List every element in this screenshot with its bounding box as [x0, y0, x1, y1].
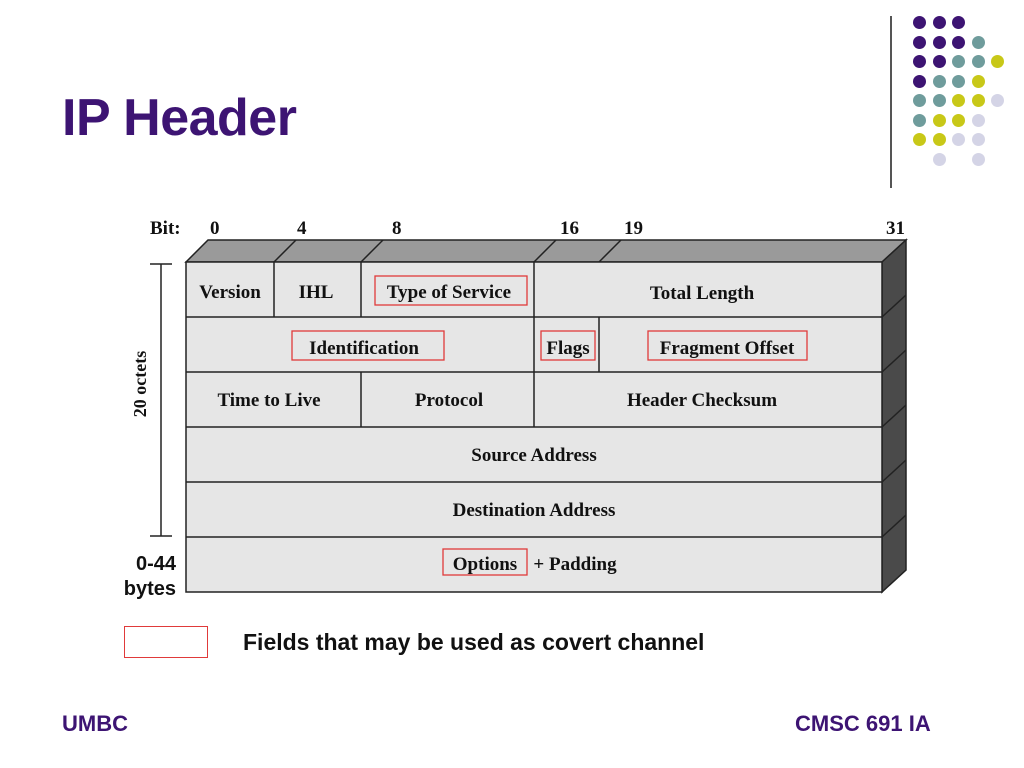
slide-title: IP Header — [62, 89, 297, 147]
side-sep-4 — [881, 459, 907, 483]
highlight-identification — [291, 330, 445, 361]
decorative-dot — [932, 74, 946, 88]
bit-label-4: 4 — [297, 218, 307, 239]
highlight-type-of-service — [374, 275, 528, 306]
field-source-address: Source Address — [471, 445, 596, 466]
legend-text: Fields that may be used as covert channe… — [243, 629, 705, 655]
bit-label-31: 31 — [886, 218, 905, 239]
decorative-dot — [971, 55, 985, 68]
decorative-dot — [932, 113, 946, 127]
decorative-dot — [932, 35, 946, 49]
decorative-dot — [952, 74, 965, 88]
decorative-dot — [971, 74, 985, 88]
field-fragment-offset: Fragment Offset — [660, 338, 795, 359]
decorative-dot — [913, 55, 926, 68]
decorative-dot — [991, 55, 1004, 68]
field-flags: Flags — [546, 338, 589, 359]
side-sep-2 — [881, 349, 907, 373]
field-header-checksum: Header Checksum — [627, 390, 777, 411]
options-size-unit: bytes — [123, 578, 176, 600]
decorative-dot — [971, 113, 985, 127]
decorative-dot — [932, 152, 946, 166]
legend-swatch — [124, 626, 208, 658]
decorative-dot — [913, 94, 926, 107]
decorative-dot — [913, 16, 926, 29]
decorative-dot — [913, 35, 926, 49]
decorative-dot — [913, 113, 926, 127]
top-sep-16 — [533, 239, 557, 263]
field-protocol: Protocol — [415, 390, 483, 411]
field-padding: + Padding — [533, 554, 617, 575]
decorative-dot — [913, 74, 926, 88]
decorative-dot — [952, 133, 965, 146]
field-options: Options — [453, 554, 517, 575]
decorative-dot — [971, 133, 985, 146]
decorative-dot — [932, 94, 946, 107]
decorative-dot — [952, 113, 965, 127]
divider-line — [890, 16, 892, 188]
highlight-flags — [540, 330, 596, 361]
decorative-dot — [952, 16, 965, 29]
decorative-dot — [991, 94, 1004, 107]
decorative-dot — [913, 133, 926, 146]
highlight-fragment-offset — [647, 330, 808, 361]
decorative-dot — [952, 35, 965, 49]
top-sep-19 — [598, 239, 622, 263]
field-time-to-live: Time to Live — [217, 390, 320, 411]
decorative-dot — [971, 35, 985, 49]
field-ihl: IHL — [299, 282, 334, 303]
footer-right: CMSC 691 IA — [795, 711, 931, 736]
bit-label-16: 16 — [560, 218, 579, 239]
bit-label-19: 19 — [624, 218, 643, 239]
octets-label: 20 octets — [130, 351, 150, 417]
bit-label-0: 0 — [210, 218, 220, 239]
decorative-dot — [971, 94, 985, 107]
field-type-of-service: Type of Service — [387, 282, 511, 303]
field-destination-address: Destination Address — [453, 500, 616, 521]
side-sep-3 — [881, 404, 907, 428]
bit-caption: Bit: — [150, 218, 181, 239]
decorative-dot — [932, 16, 946, 29]
options-size-value: 0-44 — [135, 553, 176, 575]
highlight-options — [442, 548, 528, 576]
decorative-dot — [952, 94, 965, 107]
field-version: Version — [199, 282, 261, 303]
decorative-dot — [952, 55, 965, 68]
top-sep-8 — [360, 239, 384, 263]
decorative-dot — [932, 55, 946, 68]
bit-label-8: 8 — [392, 218, 402, 239]
field-total-length: Total Length — [650, 283, 755, 304]
top-sep-4 — [273, 239, 297, 263]
decorative-dot — [932, 133, 946, 146]
footer-left: UMBC — [62, 711, 128, 736]
field-identification: Identification — [309, 338, 419, 359]
decorative-dot — [971, 152, 985, 166]
side-sep-5 — [881, 514, 907, 538]
side-sep-1 — [881, 294, 907, 318]
